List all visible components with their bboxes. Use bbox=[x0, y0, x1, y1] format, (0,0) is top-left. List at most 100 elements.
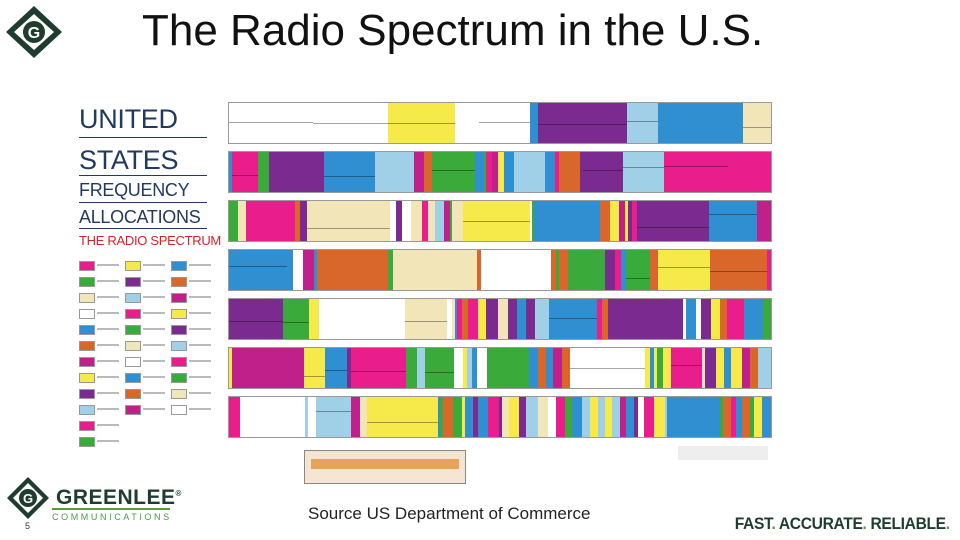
band-subsegment bbox=[583, 170, 623, 171]
legend-label-line bbox=[143, 280, 165, 282]
legend-label-line bbox=[143, 312, 165, 314]
greenlee-brand-logo-icon: G bbox=[7, 477, 49, 519]
band-segment bbox=[317, 250, 389, 290]
band-segment bbox=[351, 348, 407, 388]
band-segment bbox=[710, 250, 768, 290]
legend-label-line bbox=[189, 344, 211, 346]
band-segment bbox=[455, 103, 480, 143]
legend-label-line bbox=[189, 408, 211, 410]
legend-label-line bbox=[143, 296, 165, 298]
band-segment bbox=[229, 250, 288, 290]
poster-title-united: UNITED bbox=[79, 104, 178, 134]
legend-label-line bbox=[189, 392, 211, 394]
band-segment bbox=[709, 201, 758, 241]
legend-swatch bbox=[79, 341, 95, 351]
band-subsegment bbox=[232, 175, 258, 176]
band-segment bbox=[375, 152, 415, 192]
band-subsegment bbox=[549, 318, 597, 319]
legend-swatch bbox=[79, 293, 95, 303]
legend-label-line bbox=[143, 376, 165, 378]
band-segment bbox=[583, 152, 624, 192]
band-segment bbox=[728, 152, 771, 192]
spectrum-band-rows bbox=[228, 102, 772, 442]
band-segment bbox=[658, 103, 744, 143]
band-segment bbox=[570, 348, 646, 388]
band-segment bbox=[514, 152, 546, 192]
legend-label-line bbox=[143, 328, 165, 330]
tagline-word-accurate: ACCURATE bbox=[779, 514, 863, 533]
band-segment bbox=[549, 299, 598, 339]
legend-label-line bbox=[97, 440, 119, 442]
band-row bbox=[228, 151, 772, 193]
band-segment bbox=[269, 152, 325, 192]
tagline-word-reliable: RELIABLE bbox=[870, 514, 947, 533]
band-subsegment bbox=[710, 271, 767, 272]
legend-label-line bbox=[97, 328, 119, 330]
band-segment bbox=[671, 348, 703, 388]
band-subsegment bbox=[479, 122, 530, 123]
divider bbox=[79, 175, 207, 176]
band-segment bbox=[463, 201, 531, 241]
band-segment bbox=[763, 299, 771, 339]
band-subsegment bbox=[425, 372, 454, 373]
band-subsegment bbox=[367, 422, 438, 423]
band-segment bbox=[534, 201, 601, 241]
legend-swatch bbox=[79, 421, 95, 431]
band-subsegment bbox=[626, 278, 650, 279]
legend-swatch bbox=[125, 341, 141, 351]
band-subsegment bbox=[316, 411, 351, 412]
legend-swatch bbox=[79, 277, 95, 287]
legend-swatch bbox=[125, 373, 141, 383]
band-row bbox=[228, 249, 772, 291]
band-segment bbox=[627, 103, 659, 143]
greenlee-diamond-logo-icon: G bbox=[6, 6, 62, 58]
legend-swatch bbox=[79, 357, 95, 367]
slide-number: 5 bbox=[25, 521, 31, 531]
slide-title: The Radio Spectrum in the U.S. bbox=[142, 6, 764, 55]
legend-swatch bbox=[79, 309, 95, 319]
legend-swatch bbox=[171, 325, 187, 335]
band-segment bbox=[664, 152, 729, 192]
band-segment bbox=[393, 250, 478, 290]
legend-swatch bbox=[79, 389, 95, 399]
legend-label-line bbox=[189, 280, 211, 282]
spectrum-detail-strip bbox=[304, 450, 466, 484]
band-subsegment bbox=[229, 321, 283, 322]
band-row bbox=[228, 200, 772, 242]
band-row bbox=[228, 396, 772, 438]
band-segment bbox=[626, 250, 651, 290]
legend-swatch bbox=[171, 261, 187, 271]
band-segment bbox=[762, 397, 771, 437]
spectrum-detail-band bbox=[311, 459, 459, 469]
band-segment bbox=[667, 397, 721, 437]
legend-swatch bbox=[125, 309, 141, 319]
legend-label-line bbox=[97, 296, 119, 298]
band-segment bbox=[637, 201, 710, 241]
legend-label-line bbox=[189, 360, 211, 362]
poster-title-allocations: ALLOCATIONS bbox=[79, 207, 201, 227]
tagline-separator: . bbox=[946, 514, 950, 533]
legend-label-line bbox=[143, 264, 165, 266]
band-segment bbox=[479, 103, 531, 143]
band-segment bbox=[367, 397, 439, 437]
band-segment bbox=[767, 250, 771, 290]
poster-title-states: STATES bbox=[79, 145, 179, 175]
frequency-allocation-chart: UNITED STATES FREQUENCY ALLOCATIONS THE … bbox=[74, 98, 774, 490]
band-row bbox=[228, 102, 772, 144]
band-subsegment bbox=[570, 368, 645, 369]
poster-sidebar: UNITED STATES FREQUENCY ALLOCATIONS THE … bbox=[74, 98, 221, 491]
band-subsegment bbox=[664, 166, 728, 167]
legend-label-line bbox=[143, 392, 165, 394]
legend-swatch bbox=[125, 405, 141, 415]
band-segment bbox=[304, 348, 326, 388]
poster-title-frequency: FREQUENCY bbox=[79, 180, 190, 200]
legend-swatch bbox=[171, 389, 187, 399]
color-legend bbox=[79, 261, 217, 491]
band-subsegment bbox=[743, 127, 771, 128]
legend-swatch bbox=[125, 293, 141, 303]
tagline-separator: . bbox=[862, 514, 867, 533]
legend-swatch bbox=[125, 325, 141, 335]
legend-label-line bbox=[143, 360, 165, 362]
legend-swatch bbox=[171, 277, 187, 287]
band-segment bbox=[288, 103, 314, 143]
